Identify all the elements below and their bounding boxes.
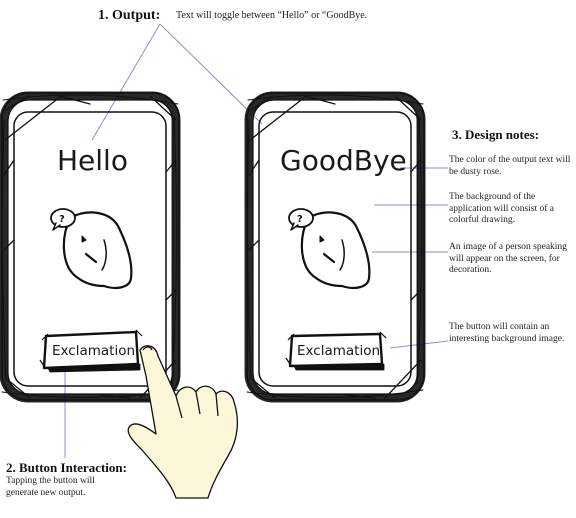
- pointer-line-output-left: [91, 23, 161, 141]
- pointing-hand-icon: [127, 345, 239, 499]
- button-left-outline: [39, 329, 143, 373]
- person-speaking-left: ?: [50, 208, 133, 289]
- button-interaction-heading: 2. Button Interaction:: [6, 460, 127, 475]
- button-right-outline: [285, 331, 387, 371]
- button-interaction-text: Tapping the button will generate new out…: [6, 476, 95, 498]
- design-note-text-color: The color of the output text will be dus…: [449, 155, 571, 177]
- design-note-person-image: An image of a person speaking will appea…: [449, 242, 567, 275]
- phone-left-exclamation-button[interactable]: Exclamation: [52, 343, 136, 359]
- svg-text:?: ?: [297, 214, 303, 225]
- phone-right-frame: [244, 91, 426, 403]
- phone-left-frame: [0, 91, 181, 403]
- phone-right-exclamation-button[interactable]: Exclamation: [297, 343, 381, 359]
- design-note-button-image: The button will contain an interesting b…: [449, 322, 565, 344]
- output-heading: 1. Output:: [98, 8, 161, 23]
- svg-text:?: ?: [59, 214, 65, 225]
- design-notes-heading: 3. Design notes:: [452, 127, 540, 142]
- phone-right-output-text: GoodBye: [280, 144, 407, 177]
- phone-left-output-text: Hello: [57, 144, 128, 177]
- output-note-text: Text will toggle between “Hello” or “Goo…: [176, 10, 368, 21]
- design-note-background: The background of the application will c…: [449, 192, 555, 225]
- pointer-line-output-right: [159, 23, 263, 125]
- person-speaking-right: ?: [288, 208, 371, 289]
